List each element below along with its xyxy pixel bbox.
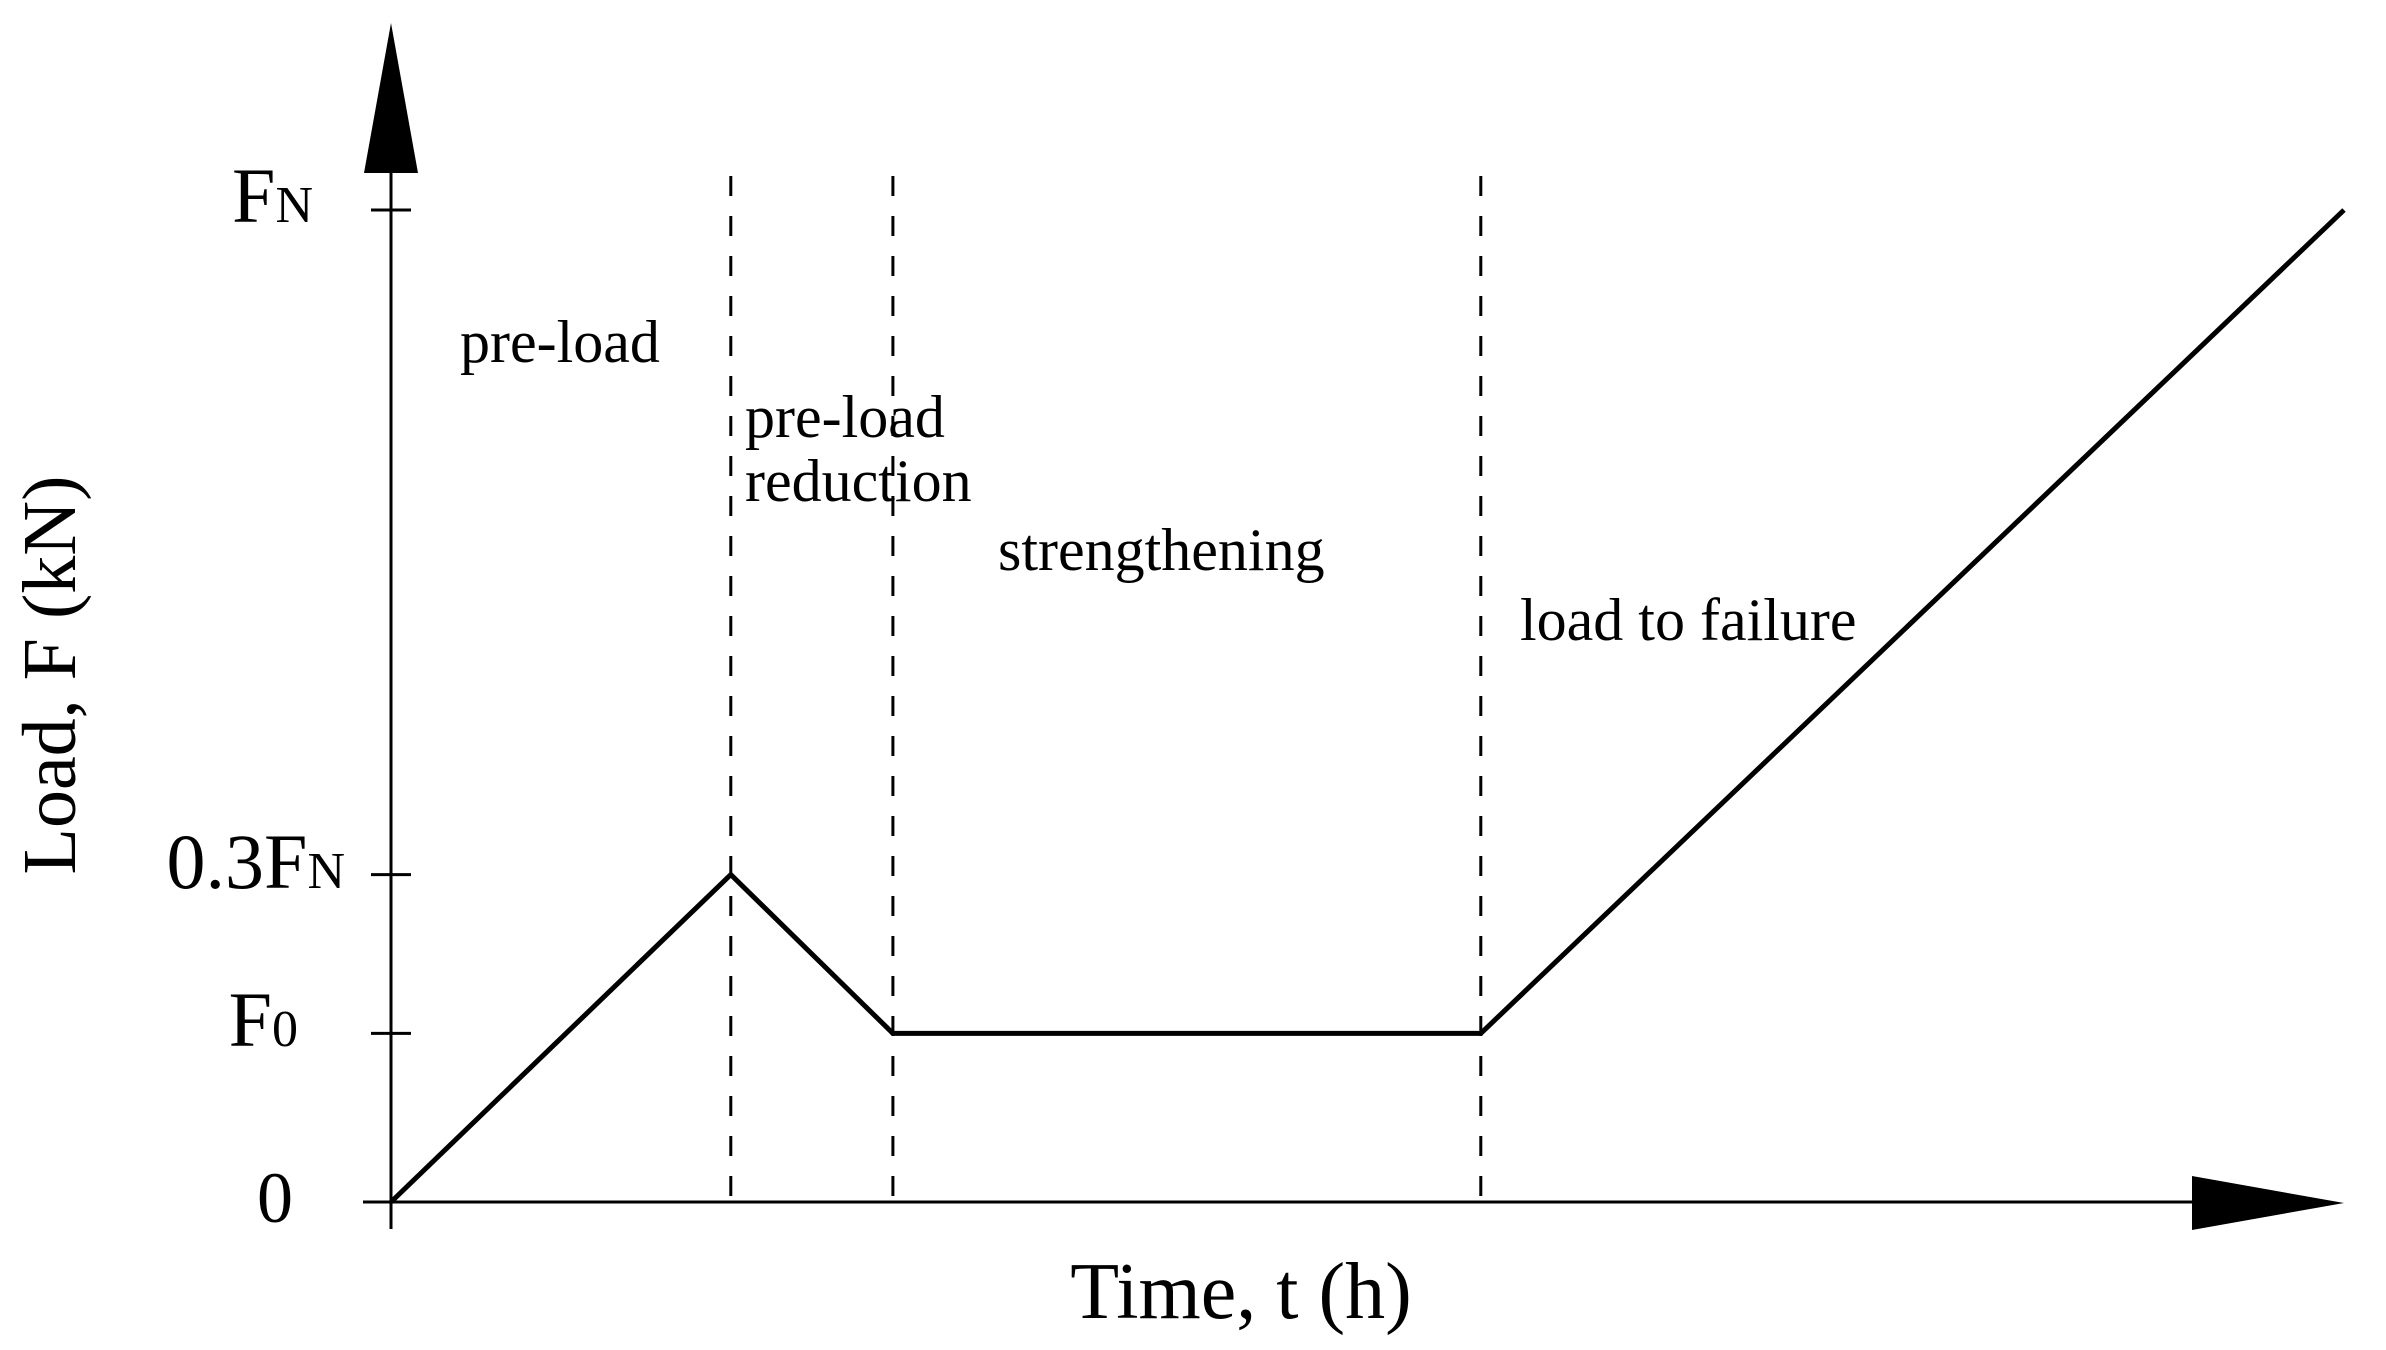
y-tick-label-zero: 0	[257, 1158, 293, 1238]
y-tick-label-fn: FN	[232, 152, 313, 239]
x-axis-title: Time, t (h)	[1070, 1248, 1412, 1336]
phase-label-pre-load-reduction-line1: pre-load	[745, 384, 945, 450]
phase-label-pre-load-reduction-line2: reduction	[745, 448, 972, 514]
phase-label-pre-load: pre-load	[460, 309, 660, 375]
y-axis-title: Load, F (kN)	[8, 476, 92, 875]
y-tick-label-f0: F0	[229, 976, 298, 1063]
load-curve	[389, 208, 2346, 1204]
phase-label-load-to-failure: load to failure	[1520, 587, 1857, 653]
phase-label-strengthening: strengthening	[998, 517, 1325, 583]
phase-boundaries	[729, 176, 1483, 1202]
axes	[363, 23, 2344, 1230]
x-axis-arrow-icon	[2192, 1176, 2344, 1230]
phase-labels: pre-load pre-load reduction strengthenin…	[460, 309, 1857, 653]
y-axis-arrow-icon	[364, 23, 418, 173]
y-tick-label-03fn: 0.3FN	[167, 818, 345, 905]
y-tick-labels: FN 0.3FN F0 0	[167, 152, 345, 1238]
